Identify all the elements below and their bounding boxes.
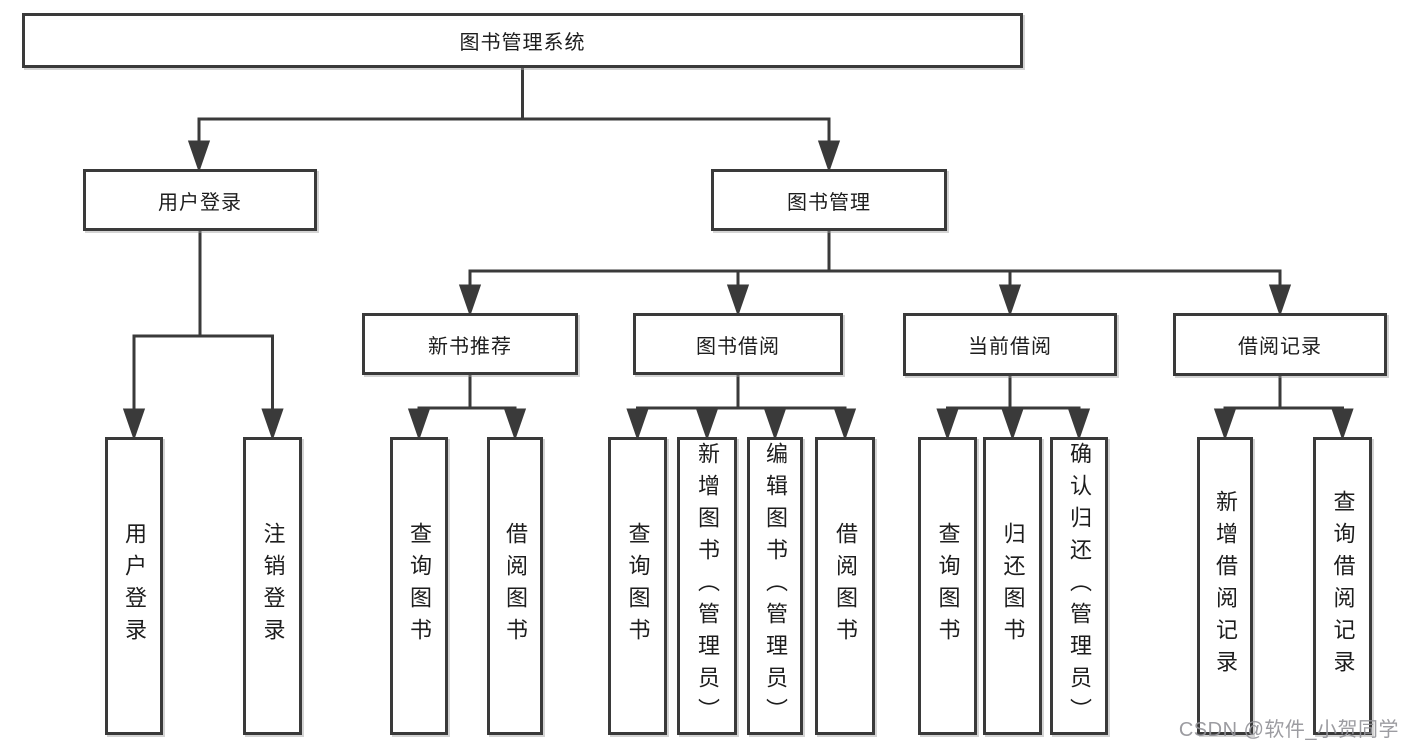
node-label: 图书借阅 bbox=[696, 335, 780, 358]
node-label: 新增借阅记录 bbox=[1213, 490, 1238, 682]
leaf-user-login: 用户登录 bbox=[105, 437, 163, 735]
node-label: 新增图书（管理员） bbox=[695, 442, 720, 730]
connector-user-login-children bbox=[122, 229, 284, 441]
csdn-watermark: CSDN @软件_小贺同学 bbox=[1178, 719, 1399, 741]
node-label: 图书管理 bbox=[787, 191, 871, 214]
node-label: 归还图书 bbox=[1000, 522, 1026, 650]
node-book-management: 图书管理 bbox=[711, 169, 947, 231]
leaf-logout-login: 注销登录 bbox=[243, 437, 302, 735]
node-label: 用户登录 bbox=[158, 191, 242, 214]
node-label: 借阅记录 bbox=[1238, 336, 1322, 358]
connector-current-borrow-children bbox=[936, 374, 1091, 441]
node-label: 编辑图书（管理员） bbox=[763, 442, 788, 730]
node-label: 借阅图书 bbox=[833, 522, 858, 650]
leaf-borrowing-borrow-books: 借阅图书 bbox=[815, 437, 875, 735]
node-label: 查询图书 bbox=[407, 522, 432, 650]
leaf-newbooks-query-books: 查询图书 bbox=[390, 437, 448, 735]
node-label: 确认归还（管理员） bbox=[1067, 442, 1092, 730]
node-label: 新书推荐 bbox=[428, 335, 512, 358]
node-user-login: 用户登录 bbox=[83, 169, 317, 231]
node-book-borrowing: 图书借阅 bbox=[633, 313, 843, 375]
node-root-system: 图书管理系统 bbox=[22, 13, 1023, 68]
connector-new-books-children bbox=[407, 374, 527, 441]
connector-book-borrow-children bbox=[626, 374, 857, 441]
node-borrowing-records: 借阅记录 bbox=[1173, 313, 1387, 376]
leaf-current-return-books: 归还图书 bbox=[983, 437, 1042, 735]
node-label: 当前借阅 bbox=[968, 336, 1052, 358]
node-label: 用户登录 bbox=[122, 522, 147, 650]
node-current-borrowing: 当前借阅 bbox=[903, 313, 1117, 376]
node-label: 注销登录 bbox=[260, 522, 286, 650]
node-label: 查询图书 bbox=[625, 522, 651, 650]
leaf-current-confirm-return-admin: 确认归还（管理员） bbox=[1050, 437, 1108, 735]
leaf-records-query-borrow-record: 查询借阅记录 bbox=[1313, 437, 1372, 735]
node-label: 图书管理系统 bbox=[459, 32, 586, 54]
leaf-borrowing-edit-books-admin: 编辑图书（管理员） bbox=[747, 437, 803, 735]
connector-root-to-level2 bbox=[187, 66, 841, 173]
node-label: 查询借阅记录 bbox=[1330, 490, 1356, 682]
node-new-book-recommend: 新书推荐 bbox=[362, 313, 578, 375]
leaf-borrowing-query-books: 查询图书 bbox=[608, 437, 667, 735]
leaf-newbooks-borrow-books: 借阅图书 bbox=[487, 437, 543, 735]
leaf-current-query-books: 查询图书 bbox=[918, 437, 977, 735]
connector-book-mgmt-to-level3 bbox=[458, 229, 1292, 317]
leaf-records-add-borrow-record: 新增借阅记录 bbox=[1197, 437, 1253, 735]
node-label: 查询图书 bbox=[935, 522, 961, 650]
connector-borrow-records-children bbox=[1213, 374, 1354, 441]
node-label: 借阅图书 bbox=[503, 522, 528, 650]
leaf-borrowing-add-books-admin: 新增图书（管理员） bbox=[677, 437, 737, 735]
